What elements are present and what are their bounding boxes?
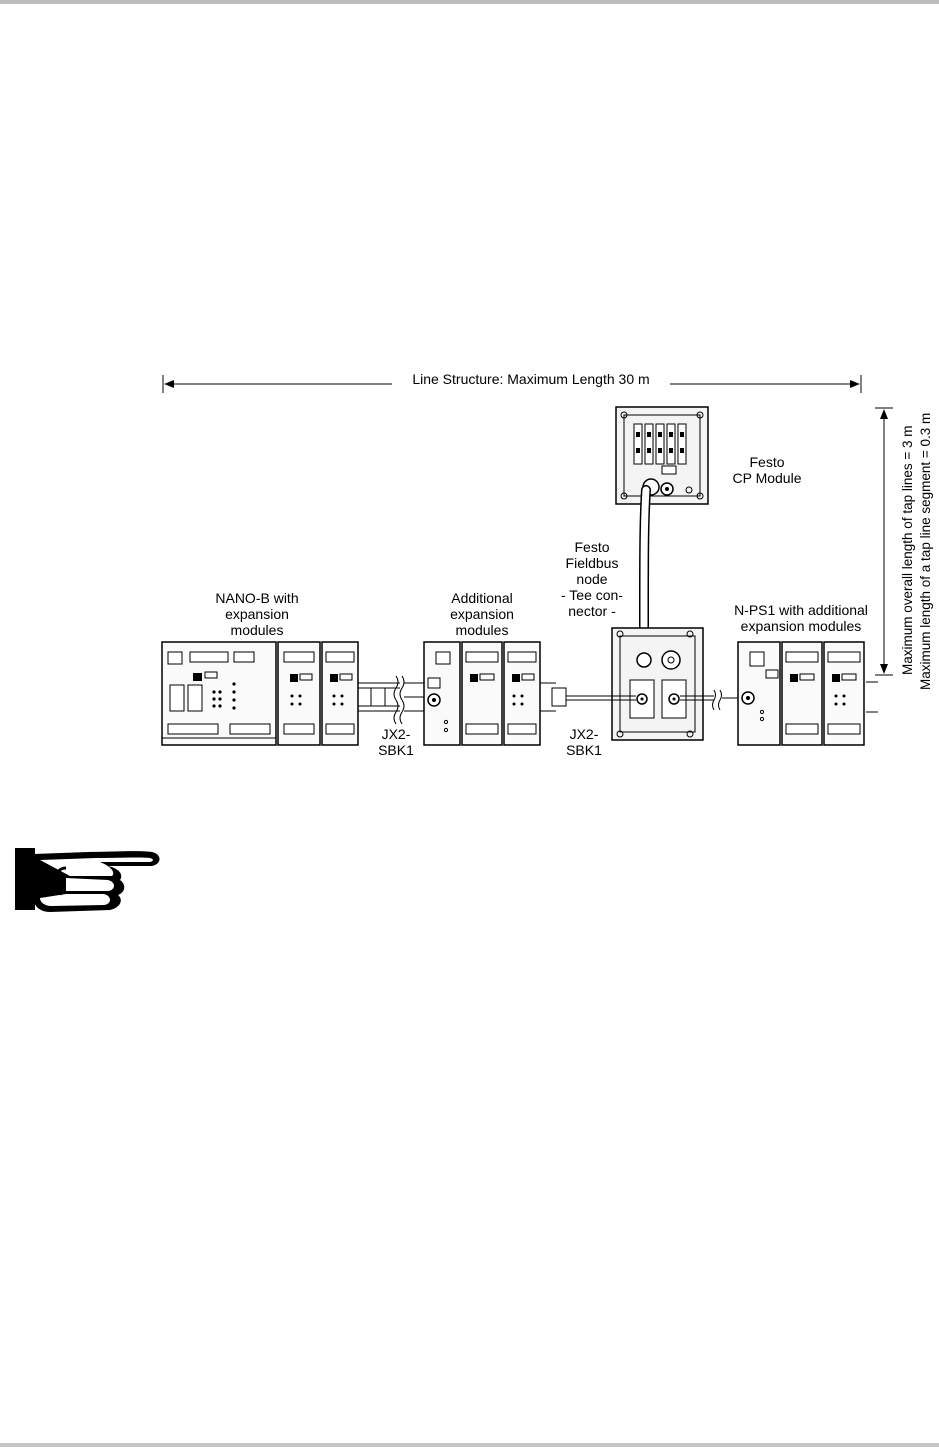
jx2-sbk1-cable-left bbox=[358, 675, 428, 725]
top-rule bbox=[0, 0, 939, 4]
additional-label-line2: expansion bbox=[450, 606, 514, 622]
cable-right-label-line2: SBK1 bbox=[566, 742, 602, 758]
festo-cp-module bbox=[615, 406, 709, 505]
cable-left-label-line1: JX2- bbox=[382, 726, 411, 742]
festo-cp-label-line2: CP Module bbox=[732, 470, 801, 486]
tap-line-dimension: Maximum overall length of tap lines = 3 … bbox=[875, 407, 933, 690]
festo-fieldbus-node bbox=[611, 627, 704, 741]
festo-node-label-line1: Festo bbox=[574, 539, 609, 555]
cable-right-label-line1: JX2- bbox=[570, 726, 599, 742]
nano-b-label-line3: modules bbox=[231, 622, 284, 638]
bottom-rule bbox=[0, 1443, 939, 1447]
bus-to-nps1 bbox=[680, 689, 742, 711]
festo-cp-label-line1: Festo bbox=[749, 454, 784, 470]
nps1-label-line1: N-PS1 with additional bbox=[734, 602, 868, 618]
nps1-label-line2: expansion modules bbox=[741, 618, 862, 634]
additional-label-line3: modules bbox=[456, 622, 509, 638]
festo-node-label-line3: node bbox=[576, 571, 607, 587]
nps1-module-group bbox=[737, 641, 878, 746]
festo-node-label-line5: nector - bbox=[568, 603, 616, 619]
jx2-sbk1-cable-right bbox=[540, 682, 636, 712]
additional-expansion-modules bbox=[423, 641, 541, 746]
tap-line-overall-label: Maximum overall length of tap lines = 3 … bbox=[900, 426, 915, 676]
cable-left-label-line2: SBK1 bbox=[378, 742, 414, 758]
nano-b-module-group bbox=[161, 641, 359, 746]
festo-node-label-line2: Fieldbus bbox=[566, 555, 619, 571]
line-structure-label: Line Structure: Maximum Length 30 m bbox=[412, 371, 649, 387]
additional-label-line1: Additional bbox=[451, 590, 513, 606]
festo-node-label-line4: - Tee con- bbox=[561, 587, 623, 603]
line-structure-dimension: Line Structure: Maximum Length 30 m bbox=[162, 371, 862, 393]
tap-line-segment-label: Maximum length of a tap line segment = 0… bbox=[918, 413, 933, 690]
tap-line-cable bbox=[639, 485, 651, 660]
nano-b-label-line1: NANO-B with bbox=[215, 590, 298, 606]
pointing-hand-icon bbox=[15, 848, 160, 912]
nano-b-label-line2: expansion bbox=[225, 606, 289, 622]
